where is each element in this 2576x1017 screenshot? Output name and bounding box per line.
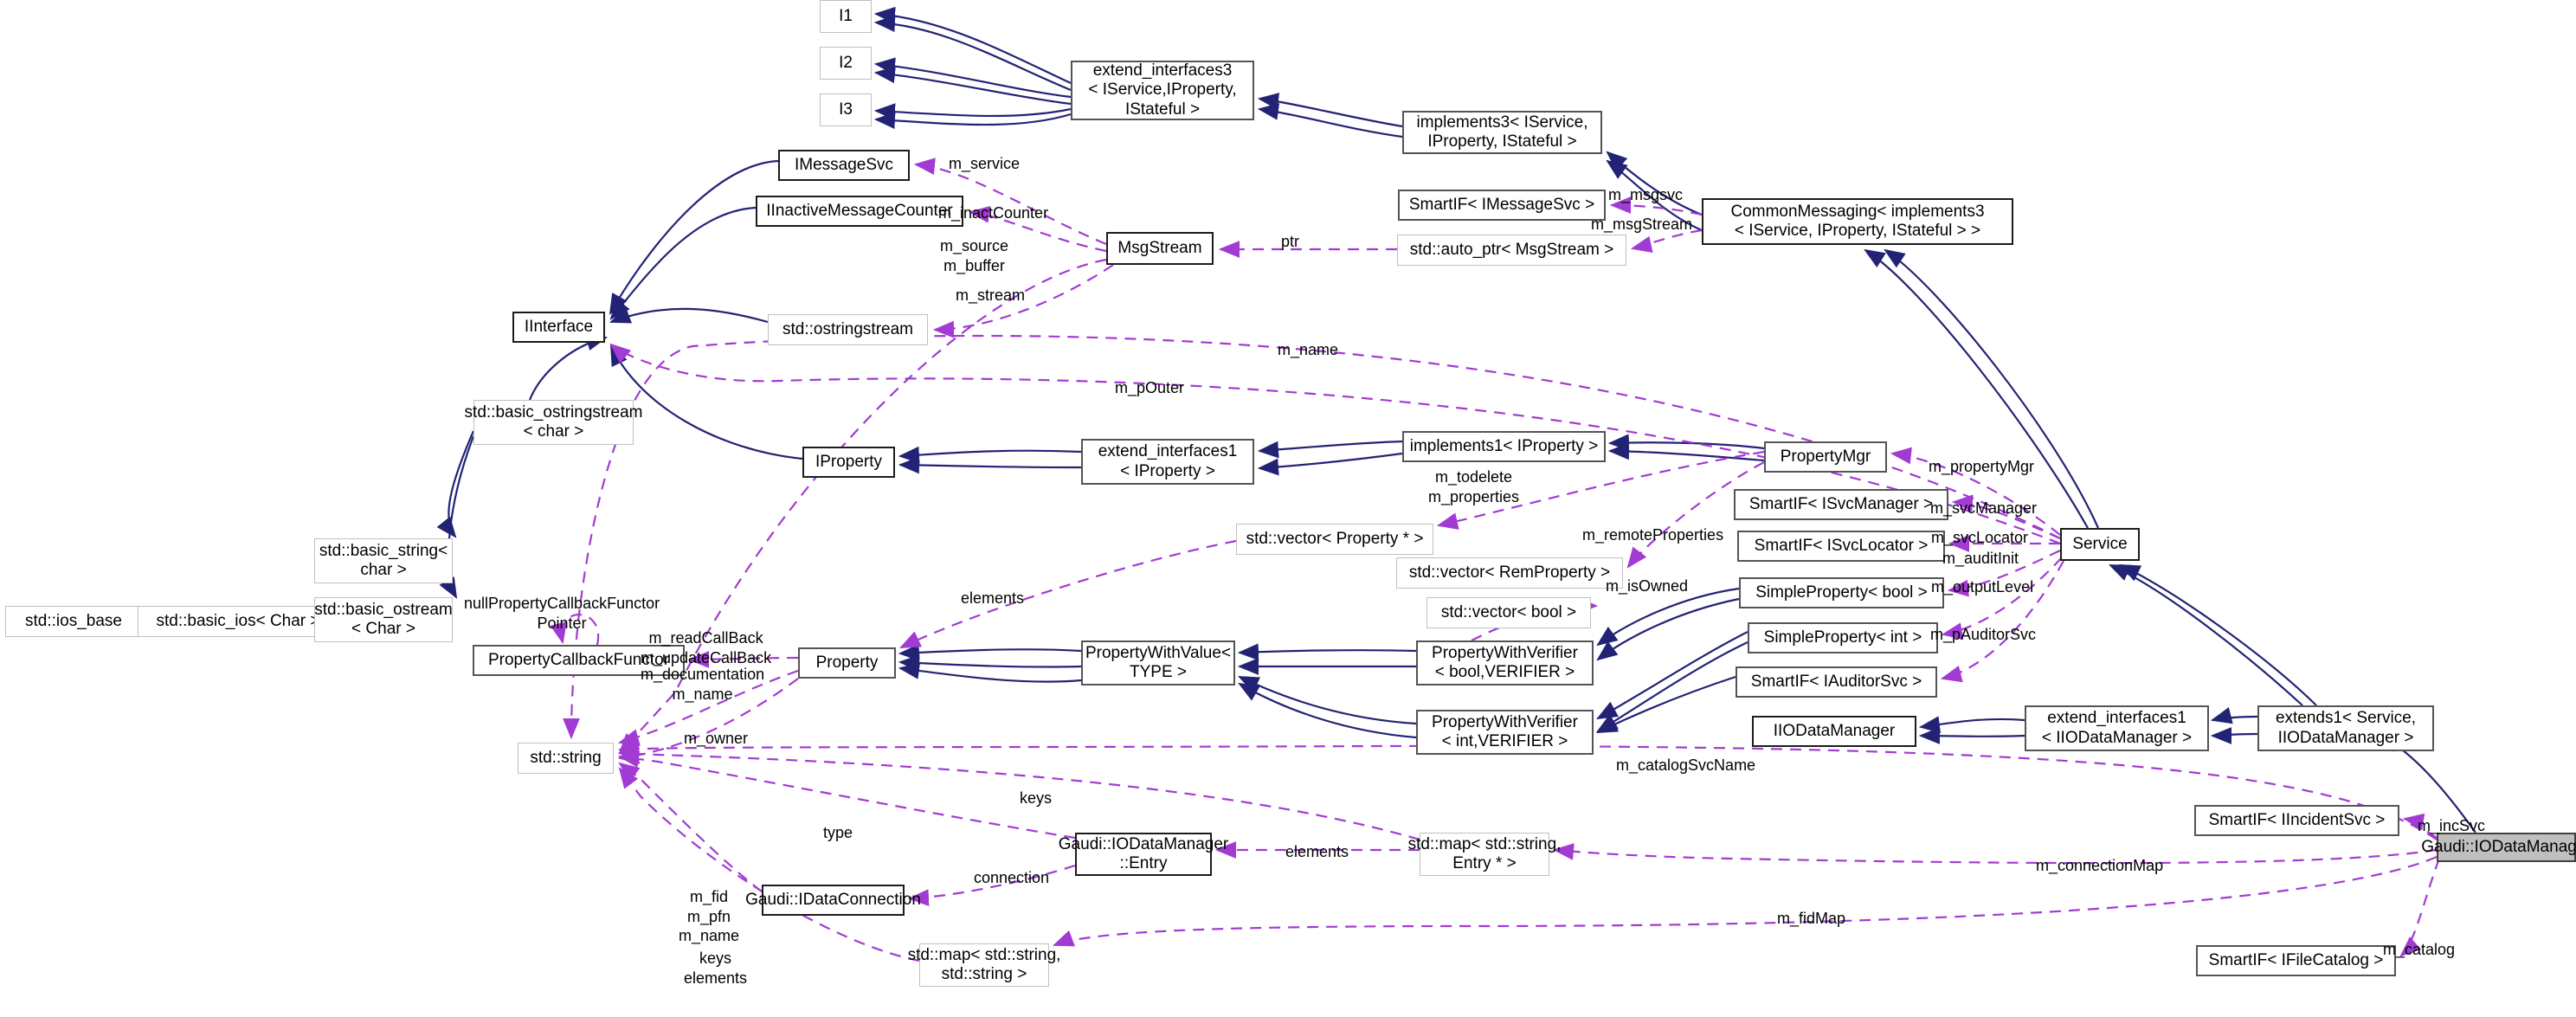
class-node-smartif_auditor[interactable]: SmartIF< IAuditorSvc > — [1736, 666, 1937, 698]
class-node-iinterface[interactable]: IInterface — [512, 312, 605, 343]
class-node-map_entry[interactable]: std::map< std::string, Entry * > — [1408, 833, 1561, 876]
edge-label-lbl_ptr: ptr — [1281, 233, 1300, 250]
class-node-smartif_msg[interactable]: SmartIF< IMessageSvc > — [1398, 190, 1606, 221]
class-node-autoptr_msg[interactable]: std::auto_ptr< MsgStream > — [1397, 235, 1626, 266]
class-node-iinactive[interactable]: IInactiveMessageCounter — [756, 196, 963, 227]
edge-label-lbl_m_readCallBack: m_readCallBack m_updateCallBack — [641, 629, 772, 666]
edge-label-lbl_m_outputLevel: m_outputLevel — [1931, 578, 2034, 595]
class-node-extend1_ip[interactable]: extend_interfaces1 < IProperty > — [1081, 439, 1254, 485]
edge-label-lbl_m_inactCounter: m_inactCounter — [938, 204, 1049, 222]
class-node-iproperty[interactable]: IProperty — [802, 447, 895, 478]
class-node-imessagesvc[interactable]: IMessageSvc — [778, 150, 910, 181]
class-node-simpleprop_int[interactable]: SimpleProperty< int > — [1748, 622, 1938, 653]
class-node-smartif_filecat[interactable]: SmartIF< IFileCatalog > — [2196, 945, 2396, 976]
edge-label-lbl_m_svcManager: m_svcManager — [1930, 499, 2038, 517]
edge-label-lbl_elements_prop: elements — [961, 589, 1025, 607]
edge-label-lbl_m_service: m_service — [949, 155, 1021, 172]
class-node-propcbfunctor[interactable]: PropertyCallbackFunctor — [473, 645, 685, 676]
class-node-string[interactable]: std::string — [518, 743, 614, 774]
class-node-vector_remprop[interactable]: std::vector< RemProperty > — [1396, 557, 1623, 589]
edge-label-lbl_m_connectionMap: m_connectionMap — [2036, 857, 2164, 874]
edge-label-lbl_m_todelete: m_todelete m_properties — [1428, 468, 1520, 505]
edge-label-lbl_m_remoteProperties: m_remoteProperties — [1582, 526, 1724, 544]
edge-label-lbl_null_cb: nullPropertyCallbackFunctor Pointer — [464, 595, 660, 632]
edge-label-lbl_m_stream: m_stream — [956, 286, 1026, 304]
class-node-iiodatamanager[interactable]: IIODataManager — [1752, 716, 1916, 747]
edge-label-lbl_keys_elements: keys elements — [684, 949, 748, 987]
class-node-implements1_ip[interactable]: implements1< IProperty > — [1402, 431, 1606, 462]
class-node-extend3[interactable]: extend_interfaces3 < IService,IProperty,… — [1071, 61, 1254, 120]
edge-label-lbl_m_propertyMgr: m_propertyMgr — [1929, 458, 2035, 475]
class-node-vector_prop[interactable]: std::vector< Property * > — [1236, 524, 1433, 555]
class-node-implements3[interactable]: implements3< IService, IProperty, IState… — [1402, 111, 1602, 154]
edge-label-lbl_m_owner: m_owner — [684, 730, 749, 747]
class-node-gaudi_conn[interactable]: Gaudi::IDataConnection — [745, 885, 921, 916]
class-node-map_string[interactable]: std::map< std::string, std::string > — [908, 943, 1060, 987]
edge-label-lbl_m_catalogSvcName: m_catalogSvcName — [1616, 756, 1756, 774]
edge-label-lbl_connection: connection — [974, 869, 1050, 886]
edge-label-lbl_m_source: m_source m_buffer — [940, 237, 1009, 274]
edge-label-lbl_m_fidMap: m_fidMap — [1777, 910, 1846, 927]
edge-label-lbl_m_msgsvc: m_msgsvc — [1608, 186, 1684, 203]
edge-label-lbl_m_pOuter: m_pOuter — [1115, 379, 1185, 396]
edge-label-lbl_m_catalog: m_catalog — [2383, 941, 2456, 958]
class-node-basic_ostream[interactable]: std::basic_ostream < Char > — [314, 597, 453, 642]
edge-label-lbl_m_incSvc: m_incSvc — [2418, 817, 2486, 834]
class-node-gaudi_entry[interactable]: Gaudi::IODataManager ::Entry — [1059, 833, 1228, 876]
class-node-basic_string_char[interactable]: std::basic_string< char > — [314, 538, 453, 583]
class-node-smartif_svcmgr[interactable]: SmartIF< ISvcManager > — [1734, 489, 1948, 520]
class-node-ostringstream[interactable]: std::ostringstream — [768, 314, 928, 345]
class-node-smartif_svcloc[interactable]: SmartIF< ISvcLocator > — [1737, 531, 1945, 562]
class-node-i1[interactable]: I1 — [820, 0, 872, 33]
edge-label-lbl_keys_top: keys — [1020, 789, 1053, 807]
edge-label-lbl_m_documentation: m_documentation m_name — [641, 666, 765, 703]
class-node-smartif_incsvc[interactable]: SmartIF< IIncidentSvc > — [2194, 805, 2399, 836]
edge-label-lbl_m_auditInit: m_auditInit — [1942, 550, 2019, 567]
class-node-vector_bool[interactable]: std::vector< bool > — [1426, 597, 1591, 628]
class-node-ios_base[interactable]: std::ios_base — [5, 606, 142, 637]
class-node-msgstream[interactable]: MsgStream — [1106, 232, 1214, 265]
class-node-property[interactable]: Property — [798, 647, 896, 679]
class-node-i3[interactable]: I3 — [820, 93, 872, 126]
edge-label-lbl_m_fid: m_fid m_pfn m_name — [679, 888, 740, 944]
class-node-propwithver_int[interactable]: PropertyWithVerifier < int,VERIFIER > — [1416, 710, 1594, 755]
class-node-propertymgr[interactable]: PropertyMgr — [1764, 441, 1887, 473]
class-node-commonmsg[interactable]: CommonMessaging< implements3 < IService,… — [1702, 198, 2013, 245]
edge-label-lbl_m_msgStream: m_msgStream — [1591, 216, 1693, 233]
class-node-basic_ios[interactable]: std::basic_ios< Char > — [138, 606, 338, 637]
edge-label-lbl_type: type — [823, 824, 853, 841]
class-node-extends1_svc[interactable]: extends1< Service, IIODataManager > — [2257, 705, 2434, 751]
class-node-service[interactable]: Service — [2060, 528, 2140, 561]
class-node-i2[interactable]: I2 — [820, 47, 872, 80]
class-node-propwithvalue[interactable]: PropertyWithValue< TYPE > — [1081, 640, 1235, 686]
class-node-propwithver_bool[interactable]: PropertyWithVerifier < bool,VERIFIER > — [1416, 640, 1594, 686]
edge-label-lbl_elements_entry: elements — [1285, 843, 1349, 860]
edge-label-lbl_m_isOwned: m_isOwned — [1606, 577, 1689, 595]
class-node-extend1_iiodm[interactable]: extend_interfaces1 < IIODataManager > — [2025, 705, 2209, 751]
class-node-simpleprop_bool[interactable]: SimpleProperty< bool > — [1739, 577, 1944, 608]
edge-label-lbl_m_name_top: m_name — [1278, 341, 1339, 358]
class-node-gaudi_iodm_focus[interactable]: Gaudi::IODataManager — [2421, 833, 2576, 862]
class-node-basic_ostringstream[interactable]: std::basic_ostringstream < char > — [465, 400, 642, 445]
edge-label-lbl_m_pAuditorSvc: m_pAuditorSvc — [1930, 626, 2037, 643]
edge-label-lbl_m_svcLocator: m_svcLocator — [1931, 529, 2029, 546]
